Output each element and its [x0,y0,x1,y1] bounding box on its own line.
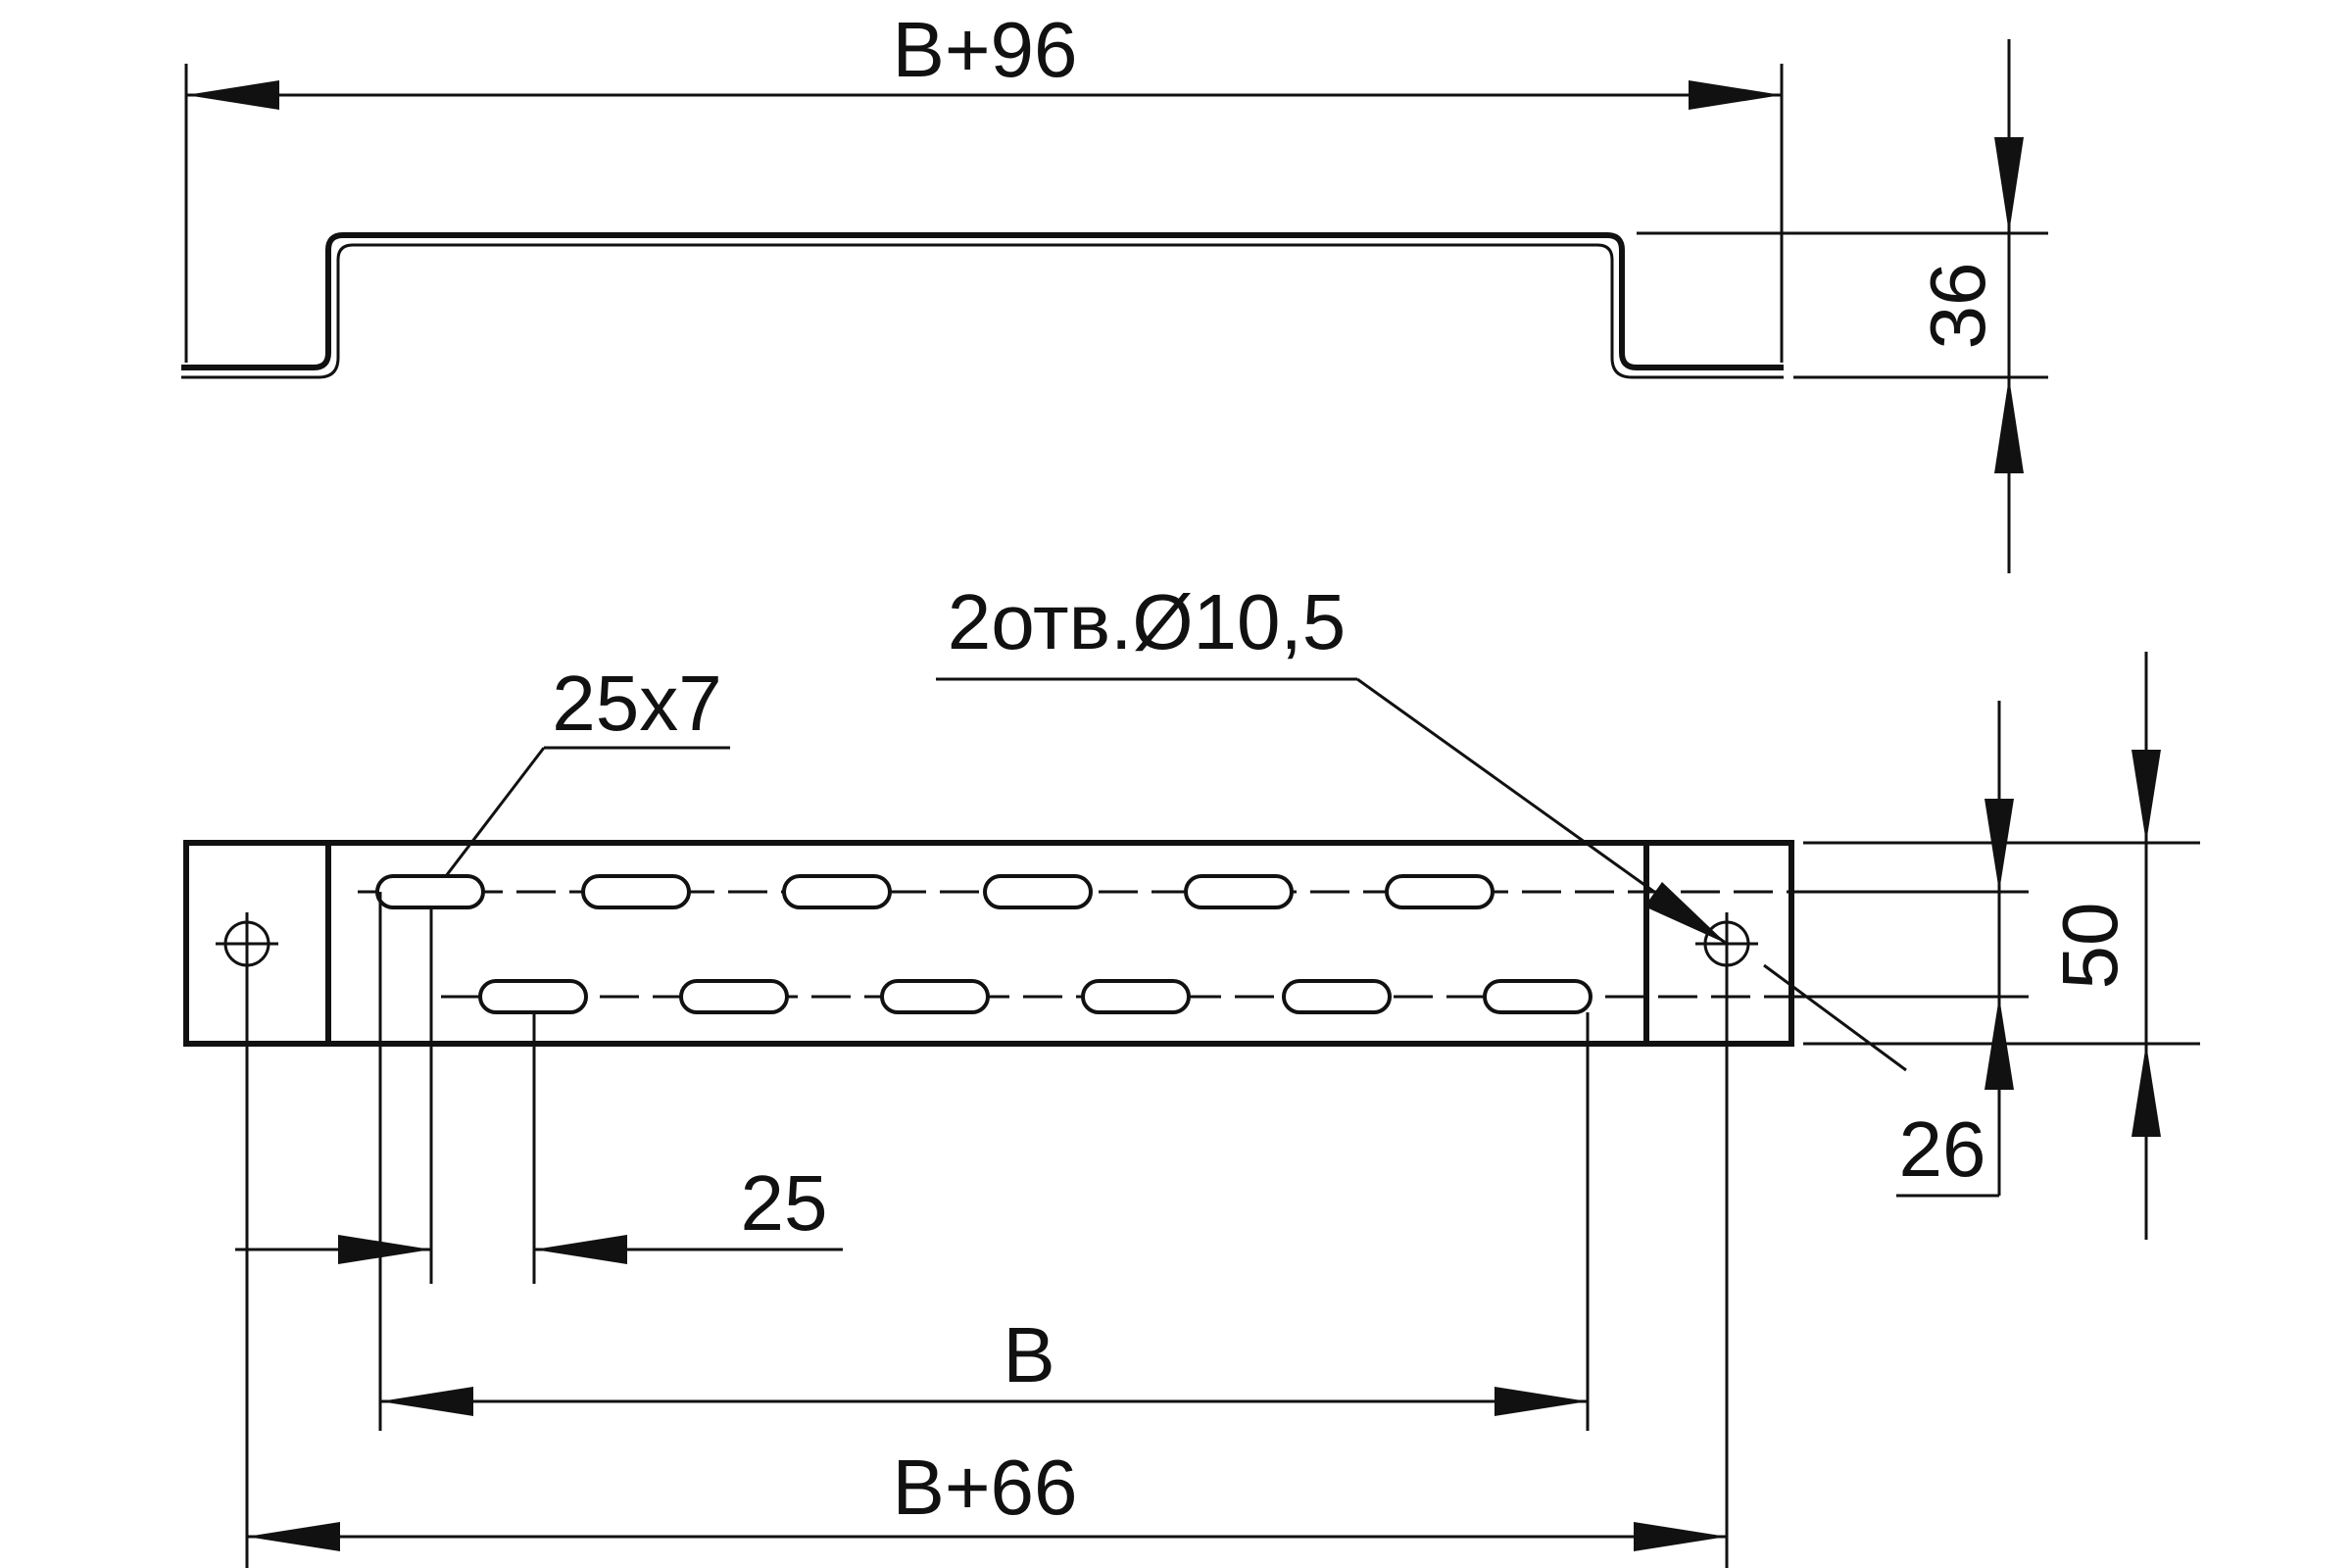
overall-width-label: B+96 [892,6,1077,93]
slot [375,874,485,909]
inner-width-arrow-right [1494,1387,1588,1416]
overall-width-arrow-left [186,80,279,110]
slot-row-bottom [478,979,1592,1014]
slot [983,874,1093,909]
row-spacing-arrow-bottom [1984,997,2014,1090]
slot-size-label: 25x7 [552,660,721,747]
row-spacing-leader-diag [1763,963,1907,1072]
holes-label: 2отв.Ø10,5 [948,578,1347,665]
slot [1483,979,1592,1014]
row-spacing-arrow-top [1984,799,2014,892]
pitch-arrow-right [534,1235,627,1264]
width-arrow-bottom [2132,1044,2161,1137]
height-arrow-bottom [1994,377,2024,473]
holes-leader-arrow [1644,882,1727,944]
slot [1385,874,1494,909]
plate-outline [183,840,1794,1047]
overall-width-arrow-right [1689,80,1782,110]
hole-span-arrow-right [1634,1522,1727,1551]
slot [478,979,588,1014]
width-label: 50 [2046,903,2133,990]
slot [1282,979,1392,1014]
slot [880,979,990,1014]
side-view: B+96 36 [181,6,2048,573]
slot [1081,979,1191,1014]
pitch-label: 25 [741,1159,828,1247]
slot [581,874,691,909]
slot [679,979,789,1014]
row-spacing-label: 26 [1899,1105,1986,1193]
height-label: 36 [1914,263,2001,350]
slot-leader-line [444,747,546,877]
inner-width-arrow-left [380,1387,473,1416]
side-profile [181,232,1784,370]
mounting-hole-left [216,912,278,975]
height-arrow-top [1994,137,2024,233]
hole-span-label: B+66 [892,1444,1077,1531]
slot [782,874,892,909]
inner-width-label: B [1003,1311,1054,1398]
pitch-arrow-left [338,1235,431,1264]
slot [1184,874,1294,909]
plan-view: 2отв.Ø10,5 25x7 25 B B+66 [183,578,2200,1568]
side-profile-inner [181,243,1784,379]
width-arrow-top [2132,750,2161,843]
hole-span-arrow-left [247,1522,340,1551]
